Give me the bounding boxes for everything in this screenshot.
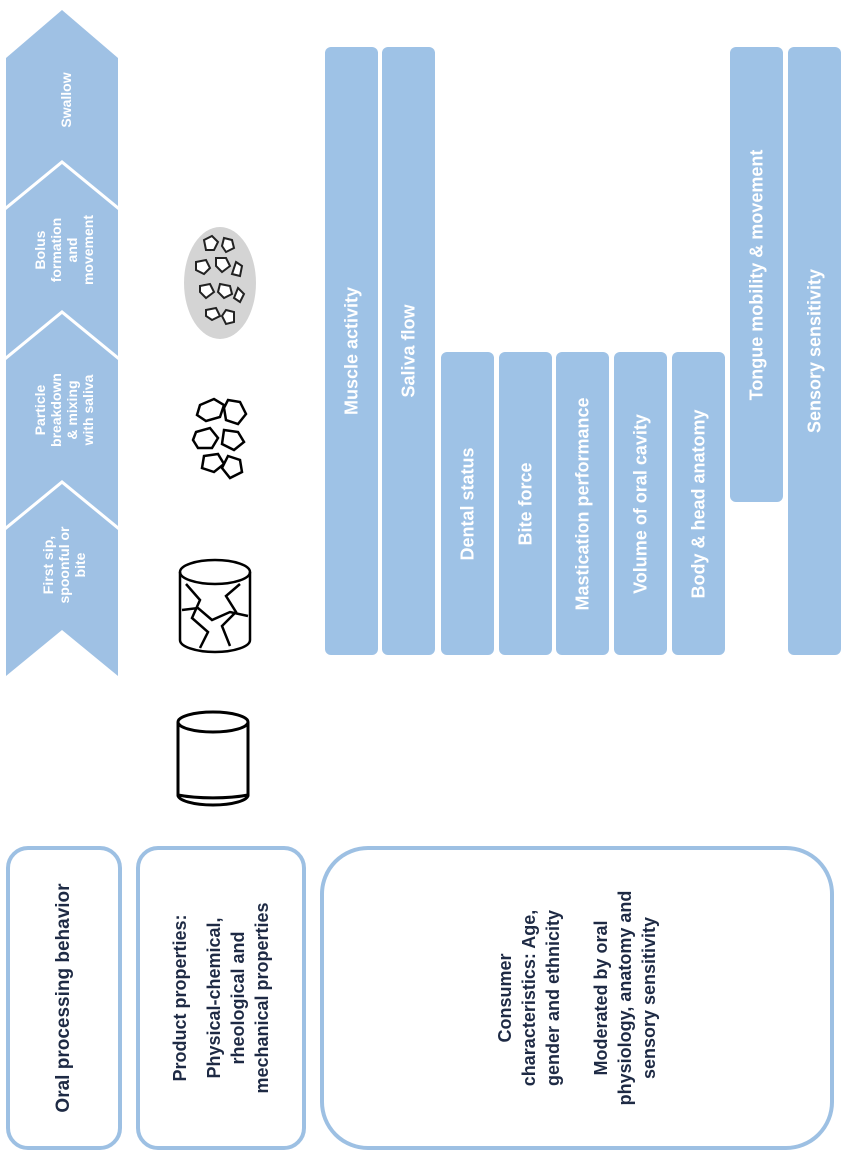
- chevron-first-sip: [6, 484, 118, 676]
- chevron-swallow: [6, 10, 118, 206]
- particles-icon: [191, 397, 248, 480]
- product-properties-panel: Product properties: Physical-chemical, r…: [136, 846, 306, 1150]
- factor-bar-muscle-activity: Muscle activity: [325, 47, 378, 655]
- factor-label: Volume of oral cavity: [630, 413, 650, 594]
- factor-label: Body & head anatomy: [688, 408, 708, 599]
- factor-bar-saliva-flow: Saliva flow: [382, 47, 435, 655]
- chevron-particle-breakdown: [6, 314, 118, 526]
- factor-label: Dental status: [457, 446, 477, 561]
- factor-label: Tongue mobility & movement: [746, 149, 766, 400]
- factor-label: Saliva flow: [398, 304, 418, 398]
- factor-bar-volume-oral-cavity: Volume of oral cavity: [614, 352, 667, 655]
- factor-bar-mastication-performance: Mastication performance: [556, 352, 609, 655]
- oral-processing-panel: Oral processing behavior: [6, 846, 122, 1150]
- factor-bar-bite-force: Bite force: [499, 352, 552, 655]
- cylinder-intact-icon: [176, 710, 250, 807]
- cylinder-fractured-icon: [178, 558, 252, 654]
- bolus-icon: [184, 227, 256, 339]
- factor-bar-body-head-anatomy: Body & head anatomy: [672, 352, 725, 655]
- factor-bar-sensory-sensitivity: Sensory sensitivity: [788, 47, 841, 655]
- factor-label: Sensory sensitivity: [804, 268, 824, 434]
- chevron-bolus-formation: [6, 164, 118, 356]
- factor-label: Muscle activity: [341, 286, 361, 416]
- factor-label: Mastication performance: [572, 396, 592, 611]
- factor-bar-dental-status: Dental status: [441, 352, 494, 655]
- factor-bar-tongue-mobility: Tongue mobility & movement: [730, 47, 783, 502]
- consumer-characteristics-panel: Consumer characteristics: Age, gender an…: [320, 846, 834, 1150]
- factor-label: Bite force: [515, 461, 535, 546]
